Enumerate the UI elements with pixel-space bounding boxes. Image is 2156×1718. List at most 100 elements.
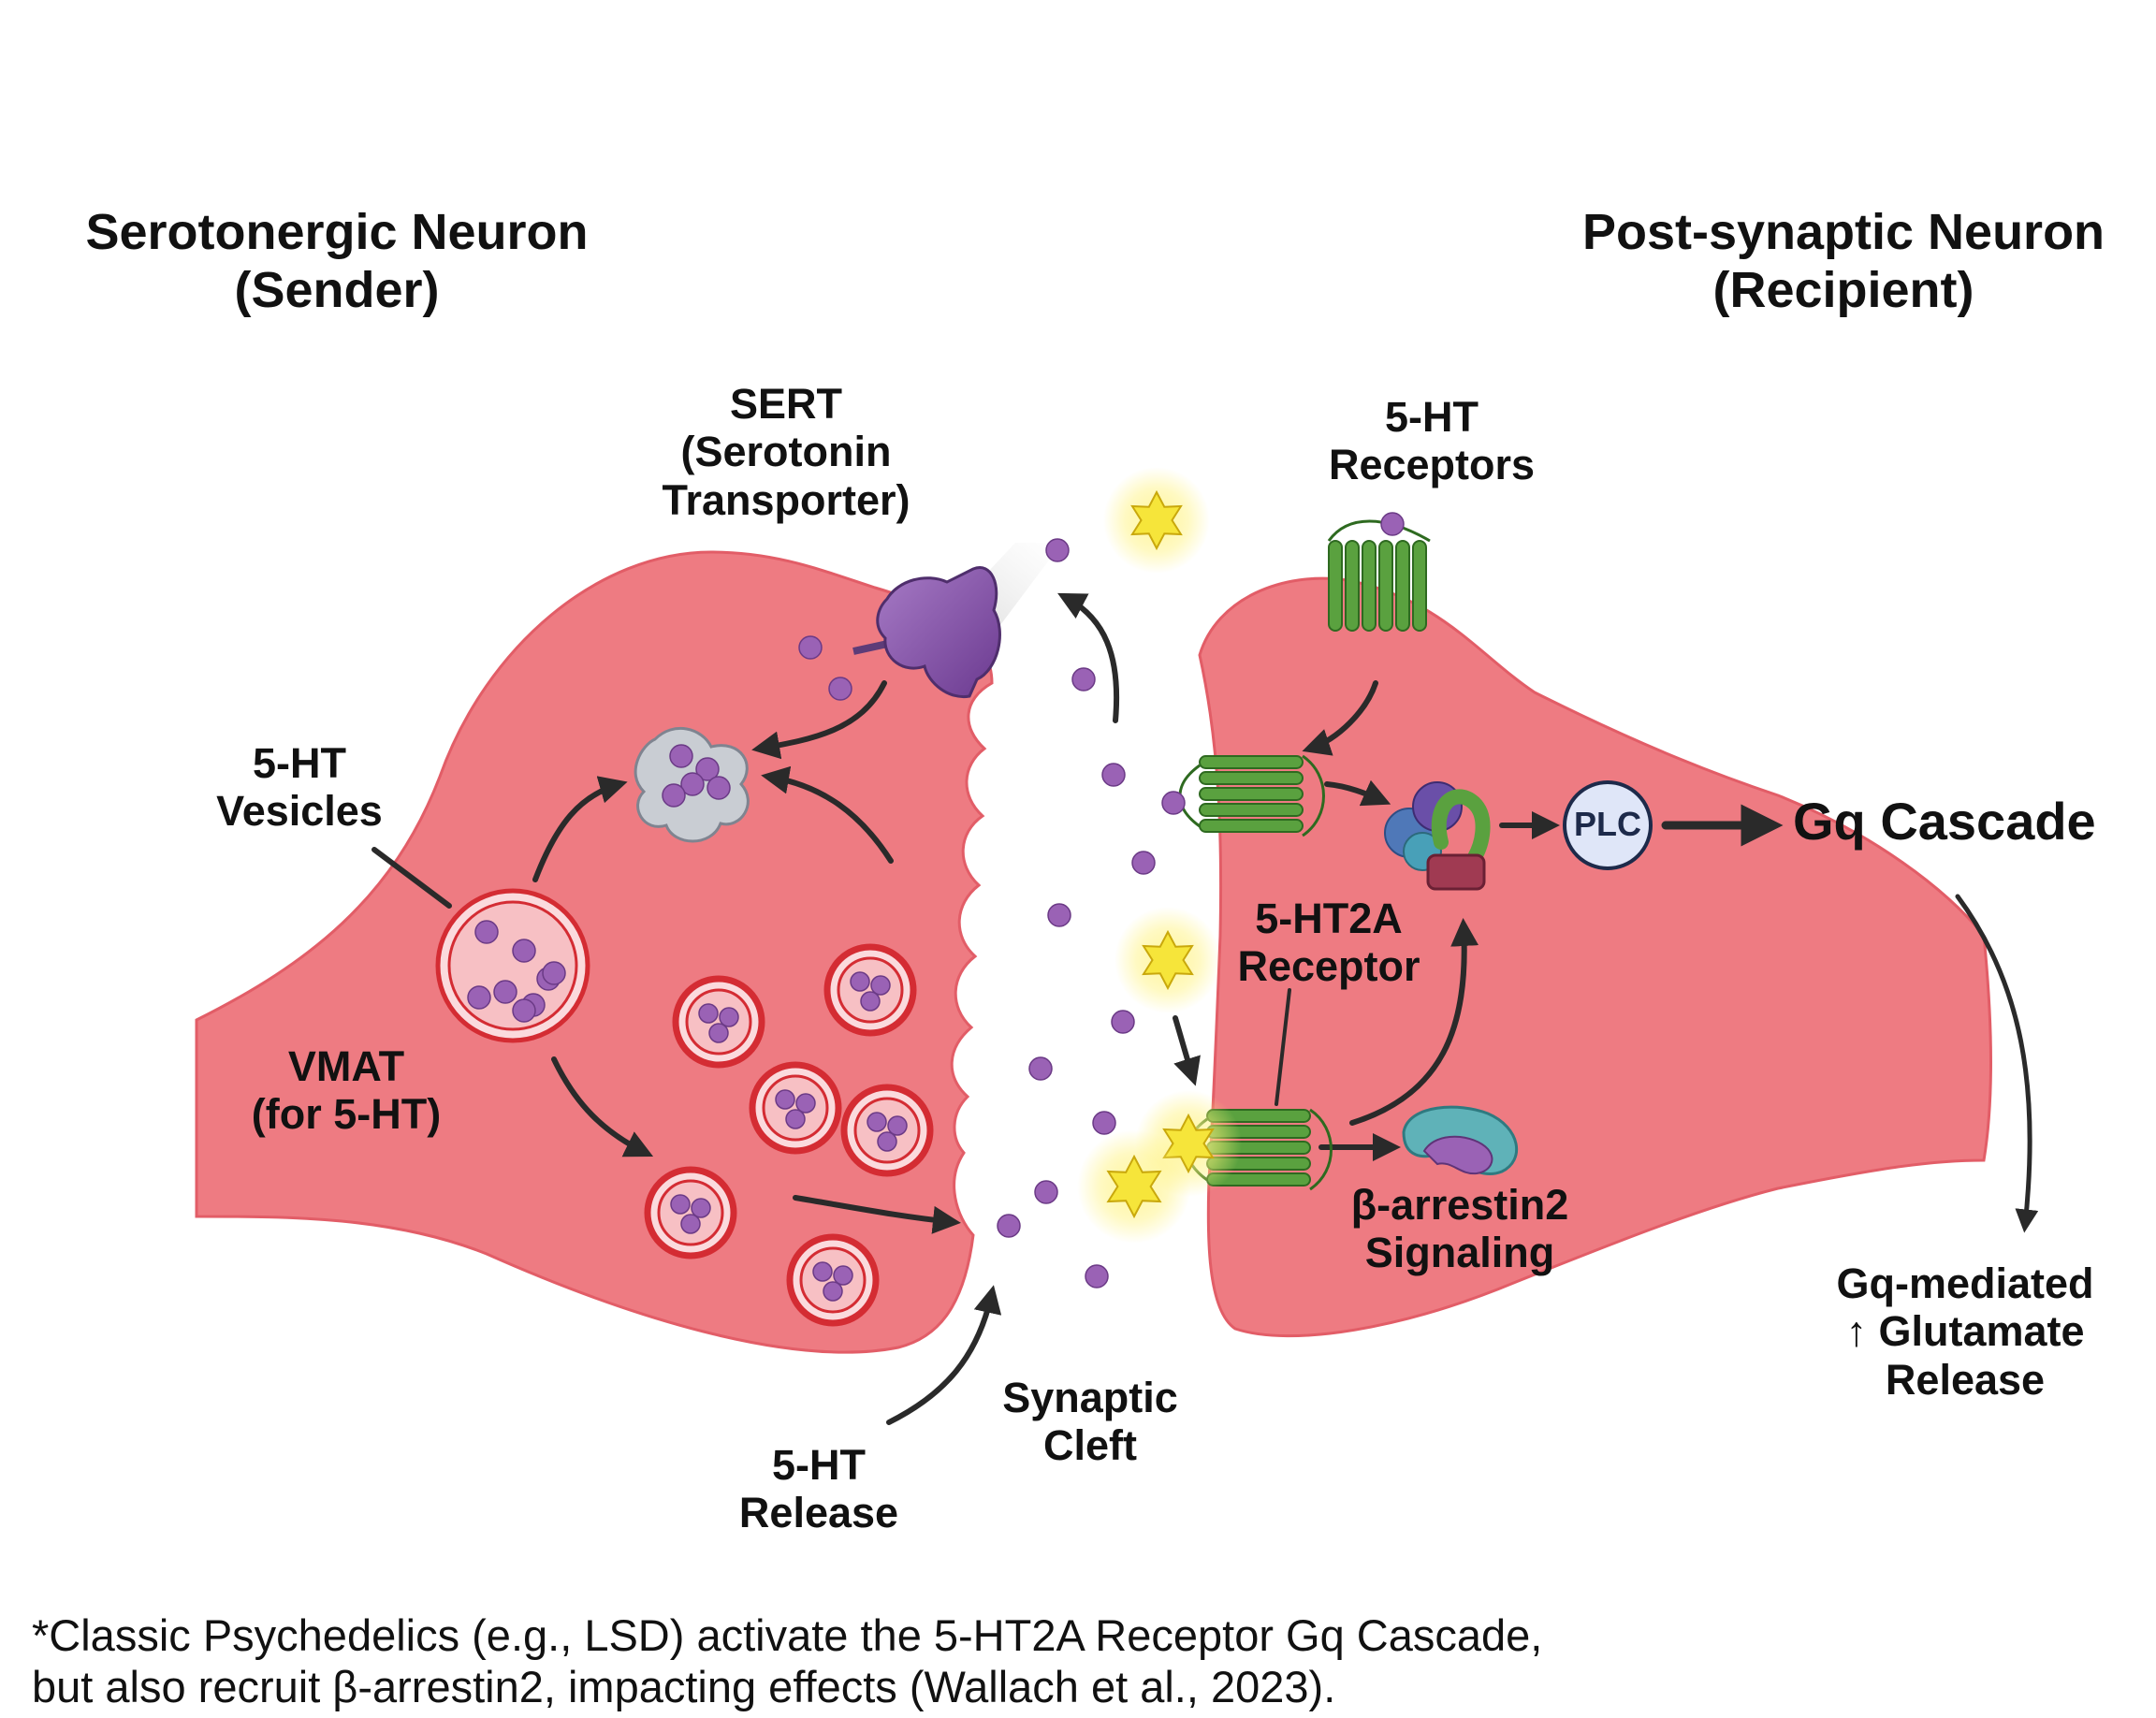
vesicle-serotonin-dot [867, 1112, 887, 1132]
receptor-to-gprotein-arrow [1324, 779, 1391, 807]
receptor-loop [1327, 519, 1431, 543]
vesicle-recycle-arrow-right [761, 765, 894, 864]
release-label-line1: 5-HT [772, 1441, 866, 1489]
vesicle-serotonin-dot [833, 1265, 853, 1286]
serotonin-dot [1045, 538, 1070, 562]
vesicle-serotonin-dot [877, 1131, 897, 1152]
small-vesicle-core [799, 1246, 867, 1314]
receptors-label: 5-HT Receptors [1291, 393, 1572, 489]
effector-block [1426, 853, 1486, 891]
gq-cascade-label: Gq Cascade [1793, 792, 2096, 851]
serotonin-dot [1028, 1056, 1053, 1081]
cleft-label-line2: Cleft [1043, 1421, 1137, 1470]
serotonin-dot [828, 677, 852, 701]
vesicle-serotonin-dot [785, 1109, 806, 1129]
vesicle-serotonin-dot [812, 1261, 833, 1282]
receptor-helix [1378, 540, 1393, 632]
receptor-loop [1309, 1108, 1333, 1191]
serotonin-dot [1071, 667, 1096, 692]
small-vesicles [644, 943, 934, 1327]
ht2a-label-line1: 5-HT2A [1255, 895, 1403, 942]
footnote: *Classic Psychedelics (e.g., LSD) activa… [32, 1609, 1542, 1713]
serotonin-dot [1101, 763, 1126, 787]
small-vesicle-core [657, 1179, 724, 1246]
serotonin-dot [474, 920, 499, 944]
psychedelic-star [1077, 1129, 1191, 1244]
serotonin-dot [467, 985, 491, 1010]
arrestin-inner [1422, 1135, 1493, 1175]
receptor-vertical [1327, 519, 1431, 632]
vmat-fill-arrow [551, 1056, 654, 1157]
serotonin-dot [1034, 1180, 1058, 1204]
arrestin-label-line2: Signaling [1364, 1229, 1555, 1277]
sert-transporter [852, 566, 1001, 699]
cleft-label: Synaptic Cleft [983, 1374, 1198, 1470]
serotonin-dot [707, 776, 731, 800]
cascade-to-glutamate-arrow [1955, 894, 2039, 1233]
receptor-helix [1199, 787, 1304, 801]
receptor-horizontal [1178, 754, 1325, 837]
serotonin-dot [1161, 791, 1186, 815]
star-shape [1142, 929, 1194, 991]
vesicle-serotonin-dot [870, 975, 891, 996]
vesicles-label: 5-HT Vesicles [178, 739, 421, 836]
vesicle-serotonin-dot [691, 1198, 711, 1218]
ht2a-label-line2: Receptor [1237, 942, 1420, 991]
small-vesicle [823, 943, 917, 1037]
receptor-helix [1328, 540, 1343, 632]
plc-label: PLC [1574, 805, 1641, 843]
vesicle-serotonin-dot [680, 1214, 701, 1234]
receptor-loop [1302, 754, 1325, 837]
receptor-helix [1395, 540, 1410, 632]
vesicle-serotonin-dot [719, 1007, 739, 1027]
receptor-helix [1199, 771, 1304, 785]
serotonin-dot [695, 757, 720, 781]
serotonin-dot [542, 961, 566, 985]
receptor-internalize-arrow [1302, 680, 1378, 756]
serotonin-dot [669, 744, 693, 768]
vesicle-serotonin-dot [670, 1194, 691, 1215]
vesicle-recycle-arrow-left [532, 776, 628, 882]
vesicle-serotonin-dot [887, 1115, 908, 1136]
vesicle-serotonin-dot [708, 1023, 729, 1043]
serotonin-dot [512, 939, 536, 963]
vesicle-serotonin-dot [775, 1089, 795, 1110]
release-label-arrow [886, 1285, 1002, 1425]
small-vesicle-core [762, 1074, 829, 1142]
ht2a-pointer-line [1275, 988, 1291, 1106]
vesicle-serotonin-dot [850, 971, 870, 992]
reuptake-arrow [751, 680, 887, 760]
small-vesicle [749, 1061, 842, 1155]
vesicles-label-line1: 5-HT [253, 739, 346, 787]
small-vesicle [644, 1166, 737, 1259]
recipient-title: Post-synaptic Neuron (Recipient) [1581, 204, 2105, 319]
gq-mediated-line3: Release [1885, 1355, 2046, 1404]
recipient-title-line1: Post-synaptic Neuron [1581, 204, 2105, 260]
large-vesicle [435, 888, 590, 1043]
star-shape [1106, 1154, 1162, 1219]
vesicle-serotonin-dot [795, 1093, 816, 1114]
pathway-arrows [371, 592, 2039, 1425]
serotonin-dot [1111, 1010, 1135, 1034]
footnote-line1: *Classic Psychedelics (e.g., LSD) activa… [32, 1610, 1543, 1660]
receptor-helix [1199, 819, 1304, 833]
release-arrow [793, 1195, 961, 1234]
serotonin-dot [1131, 851, 1156, 875]
g-protein-arc [1431, 789, 1491, 865]
small-vesicle-core [853, 1097, 921, 1164]
serotonin-dot [1047, 903, 1071, 927]
serotonin-dot [1380, 512, 1405, 536]
release-label-line2: Release [738, 1489, 899, 1537]
sender-title-line1: Serotonergic Neuron [85, 204, 589, 260]
plc-circle [1563, 780, 1653, 870]
footnote-line2: but also recruit β-arrestin2, impacting … [32, 1662, 1336, 1712]
receptor-helix [1199, 803, 1304, 817]
star-to-receptor-arrow [1173, 1015, 1201, 1086]
serotonin-dot [997, 1214, 1021, 1238]
serotonin-dot [1092, 1111, 1116, 1135]
psychedelic-star [1114, 907, 1221, 1013]
g-protein-complex [1384, 781, 1491, 891]
vesicle-serotonin-dot [698, 1003, 719, 1024]
small-vesicle [840, 1084, 934, 1177]
